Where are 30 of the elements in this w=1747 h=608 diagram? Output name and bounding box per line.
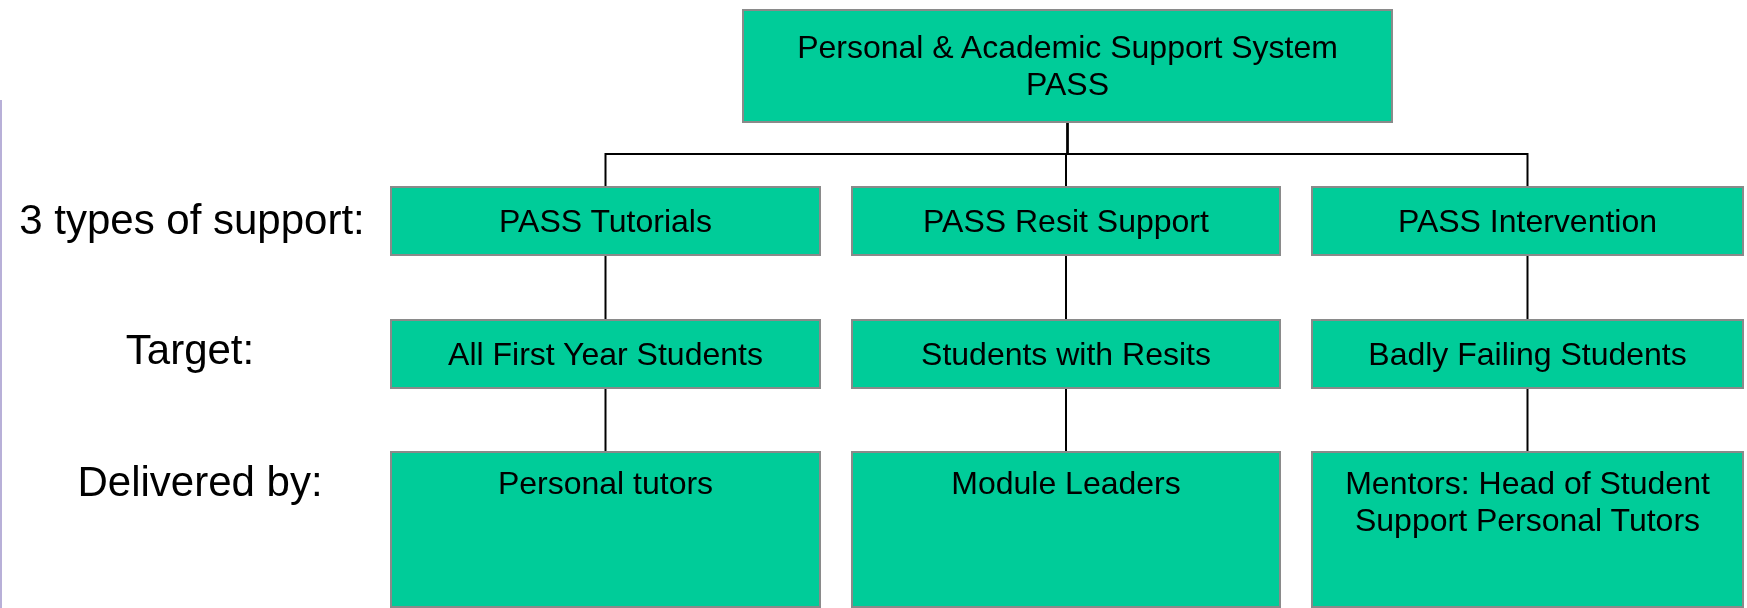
box-text: Module Leaders	[951, 465, 1181, 502]
box-text: Personal tutors	[497, 465, 714, 502]
connector-line	[1526, 388, 1529, 452]
box-text: PASS Tutorials	[499, 202, 712, 240]
org-box	[742, 9, 1393, 123]
org-box	[851, 186, 1281, 256]
connector-line	[604, 255, 607, 320]
box-text: Personal & Academic Support System PASS	[796, 29, 1339, 103]
row-label: Delivered by:	[76, 458, 324, 506]
connector-line	[1065, 388, 1067, 452]
row-label: 3 types of support:	[18, 196, 366, 244]
box-text: Mentors: Head of Student Support Personal Tutors	[1344, 465, 1711, 539]
org-box	[1311, 319, 1744, 389]
org-box	[390, 319, 821, 389]
connector-line	[1066, 122, 1529, 187]
row-label: Target:	[124, 326, 256, 374]
box-text: PASS Intervention	[1397, 202, 1658, 240]
connector-line	[1065, 255, 1067, 320]
org-box	[1311, 186, 1744, 256]
connector-line	[1526, 255, 1529, 320]
box-text: All First Year Students	[448, 335, 763, 373]
org-box	[390, 186, 821, 256]
org-box	[851, 451, 1281, 608]
org-box	[1311, 451, 1744, 608]
box-text: Badly Failing Students	[1368, 335, 1687, 373]
org-box	[390, 451, 821, 608]
box-text: PASS Resit Support	[923, 202, 1209, 240]
connector-line	[604, 388, 607, 452]
box-text: Students with Resits	[921, 335, 1211, 373]
org-box	[851, 319, 1281, 389]
